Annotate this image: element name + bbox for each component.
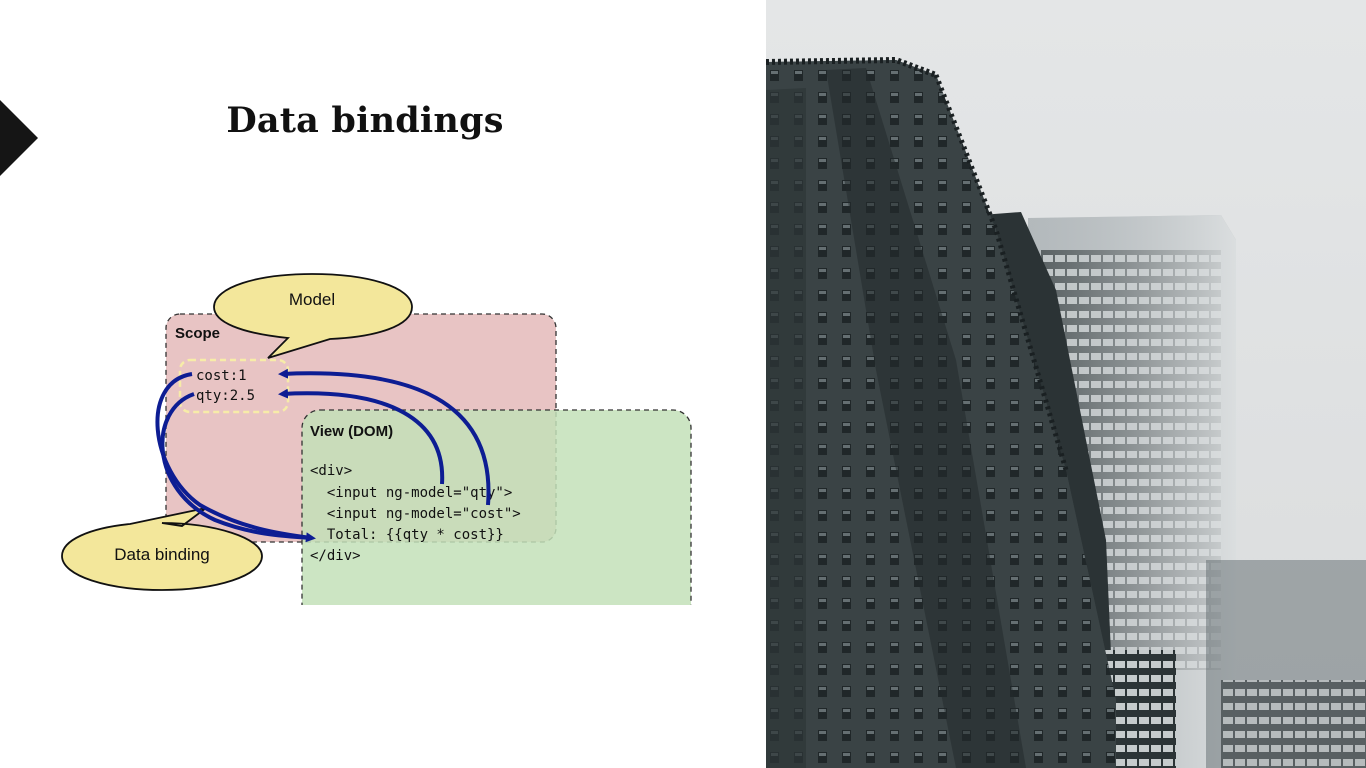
data-binding-diagram: Scope cost:1 qty:2.5 View (DOM) <div> <i… [61,273,692,605]
view-box [301,409,692,605]
arrow-scope-to-total-a [155,372,316,543]
data-binding-bubble [61,507,263,591]
binding-arrows [155,368,491,543]
building-illustration [766,0,1366,768]
code-line: Total: {{qty * cost}} [310,527,504,543]
slide-content: Data bindings Scope cost:1 qty:2.5 View … [0,100,692,605]
view-label: View (DOM) [310,423,393,440]
scope-value-qty: qty:2.5 [196,388,255,404]
code-line: <input ng-model="qty"> [310,485,512,501]
view-code: <div> <input ng-model="qty"> <input ng-m… [310,463,521,564]
scope-label: Scope [175,325,220,342]
slide-marker-arrow [0,100,38,176]
model-bubble [213,273,413,359]
skyscraper-photo [766,0,1366,768]
arrow-cost-to-scope [278,368,491,506]
arrow-scope-to-total-b [160,392,313,540]
arrow-qty-to-scope [278,388,445,485]
slide-title: Data bindings [226,100,504,141]
scope-value-cost: cost:1 [196,368,247,384]
code-line: <div> [310,463,352,479]
data-binding-label: Data binding [114,545,209,564]
code-line: <input ng-model="cost"> [310,506,521,522]
code-line: </div> [310,548,361,564]
scope-values-box [178,358,290,414]
model-label: Model [289,290,335,309]
